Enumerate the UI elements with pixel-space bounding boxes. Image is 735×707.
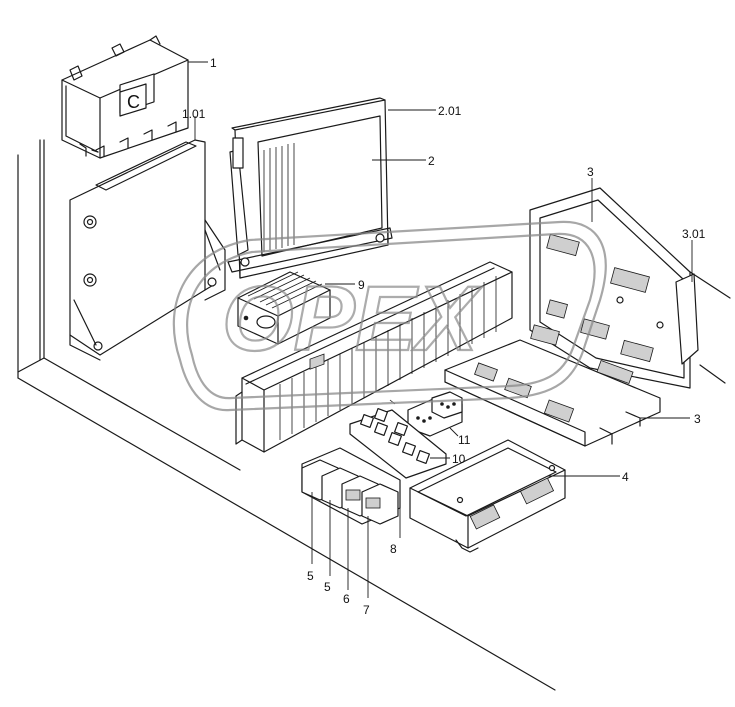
callout-5b: 5 <box>324 580 331 594</box>
callout-6: 6 <box>343 592 350 606</box>
relays-row <box>301 353 399 525</box>
part-11-connectors <box>407 391 463 437</box>
part-3-base-tray <box>444 339 661 447</box>
callout-9: 9 <box>358 278 365 292</box>
callout-1: 1 <box>210 56 217 70</box>
callout-11: 11 <box>458 433 471 447</box>
cable-duct <box>235 261 513 453</box>
callout-4: 4 <box>622 470 629 484</box>
part-3-distribution-board <box>529 187 699 389</box>
callout-3-top: 3 <box>587 165 594 179</box>
callout-3-right: 3 <box>694 412 701 426</box>
module-letter: C <box>127 92 140 112</box>
relay-strip-relays <box>359 407 431 465</box>
finned-module-ribs <box>247 271 323 309</box>
module-letter-label: C <box>119 83 147 117</box>
part-4-controller-board <box>409 439 566 553</box>
part-8-relay-group <box>301 353 401 525</box>
watermark-text: OPEX <box>222 268 482 370</box>
callout-8: 8 <box>390 542 397 556</box>
callout-7: 7 <box>363 603 370 617</box>
callout-10: 10 <box>452 452 466 466</box>
callout-2: 2 <box>428 154 435 168</box>
callout-labels: 1 1.01 2.01 2 3 3.01 9 3 11 10 4 8 5 5 6… <box>182 56 706 617</box>
connector-pins <box>416 402 456 423</box>
callout-5a: 5 <box>307 569 314 583</box>
part-10-relay-strip <box>349 407 447 479</box>
callout-1-01: 1.01 <box>182 107 206 121</box>
part-9-finned-module <box>237 271 331 345</box>
leader-lines <box>188 61 693 598</box>
part-1-control-module: C <box>61 35 189 159</box>
part-1-01-bracket <box>69 139 226 361</box>
callout-2-01: 2.01 <box>438 104 462 118</box>
heatsink-fins <box>263 143 295 252</box>
duct-slots <box>279 276 497 440</box>
callout-3-01: 3.01 <box>682 227 706 241</box>
